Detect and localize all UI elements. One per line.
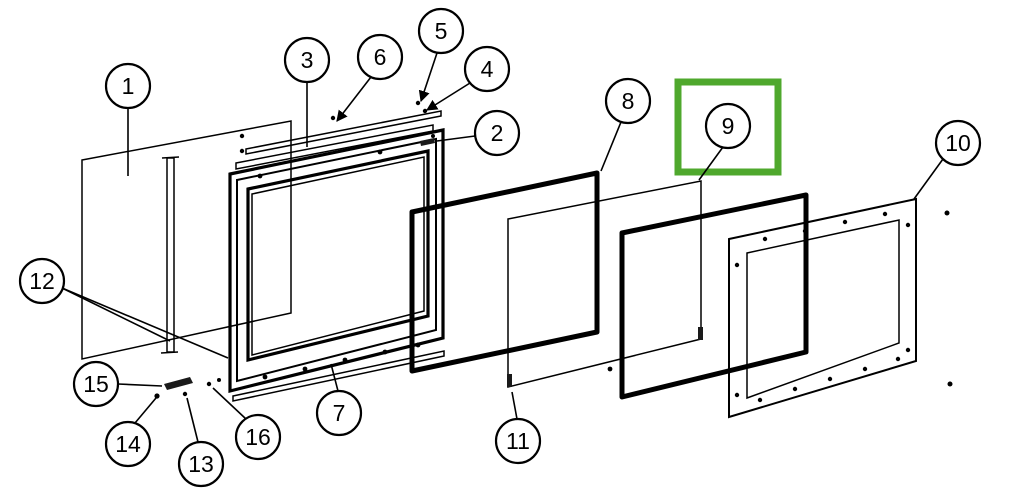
callout-4[interactable]: 4 [426, 45, 511, 111]
callout-5[interactable]: 5 [417, 7, 465, 103]
glass-outline [507, 180, 702, 388]
callout-14[interactable]: 14 [104, 397, 157, 468]
svg-text:4: 4 [481, 56, 494, 82]
svg-text:5: 5 [435, 18, 448, 44]
part-vertical-strip [160, 156, 180, 354]
svg-text:12: 12 [29, 268, 55, 294]
svg-text:11: 11 [506, 428, 530, 454]
callout-1[interactable]: 1 [104, 62, 152, 176]
callout-11[interactable]: 11 [494, 391, 542, 465]
part-backing-panel [81, 120, 292, 360]
callout-9[interactable]: 9 [698, 102, 752, 181]
svg-text:1: 1 [122, 73, 135, 99]
callout-2[interactable]: 2 [436, 109, 521, 157]
part-small-hardware [154, 377, 221, 399]
callout-8[interactable]: 8 [600, 77, 652, 172]
callout-13[interactable]: 13 [177, 397, 225, 488]
callout-3[interactable]: 3 [283, 36, 331, 147]
svg-text:2: 2 [491, 120, 504, 146]
part-inner-gasket [409, 170, 600, 374]
part-main-frame [228, 128, 445, 402]
part-outer-gasket [619, 192, 809, 400]
svg-text:15: 15 [83, 371, 109, 397]
part-clamp-frame [728, 197, 953, 419]
callout-15[interactable]: 15 [72, 360, 163, 408]
svg-text:13: 13 [188, 451, 214, 477]
part-glass-pane [507, 180, 703, 388]
svg-text:9: 9 [722, 113, 735, 139]
callout-10[interactable]: 10 [913, 119, 982, 200]
callout-6[interactable]: 6 [336, 33, 404, 122]
svg-text:10: 10 [945, 130, 971, 156]
callout-16[interactable]: 16 [212, 387, 282, 461]
svg-text:16: 16 [245, 424, 271, 450]
callout-7[interactable]: 7 [315, 363, 363, 437]
svg-text:8: 8 [622, 88, 635, 114]
svg-text:3: 3 [301, 47, 314, 73]
highlight-box [674, 78, 782, 176]
frame-screw-holes [734, 211, 911, 403]
svg-text:14: 14 [115, 431, 141, 457]
svg-text:6: 6 [374, 44, 387, 70]
svg-text:7: 7 [333, 400, 346, 426]
callout-12[interactable]: 12 [18, 257, 229, 359]
